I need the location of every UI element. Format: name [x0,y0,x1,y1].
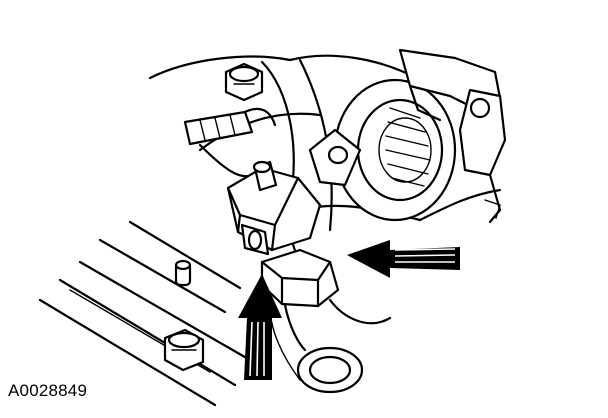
frame-stud [174,259,192,287]
lower-bolt [163,328,205,372]
wiring-connector [183,107,277,178]
horizontal-arrow [347,240,460,278]
lower-boss [283,303,364,394]
vertical-arrow [238,274,282,380]
center-tab [308,128,362,187]
sensor-body [226,160,322,256]
figure-reference-code: A0028849 [8,381,88,400]
mounting-bracket [398,48,507,224]
upper-bolt [224,62,264,102]
frame-rails [38,220,252,407]
sensor-hex-base [260,248,340,308]
